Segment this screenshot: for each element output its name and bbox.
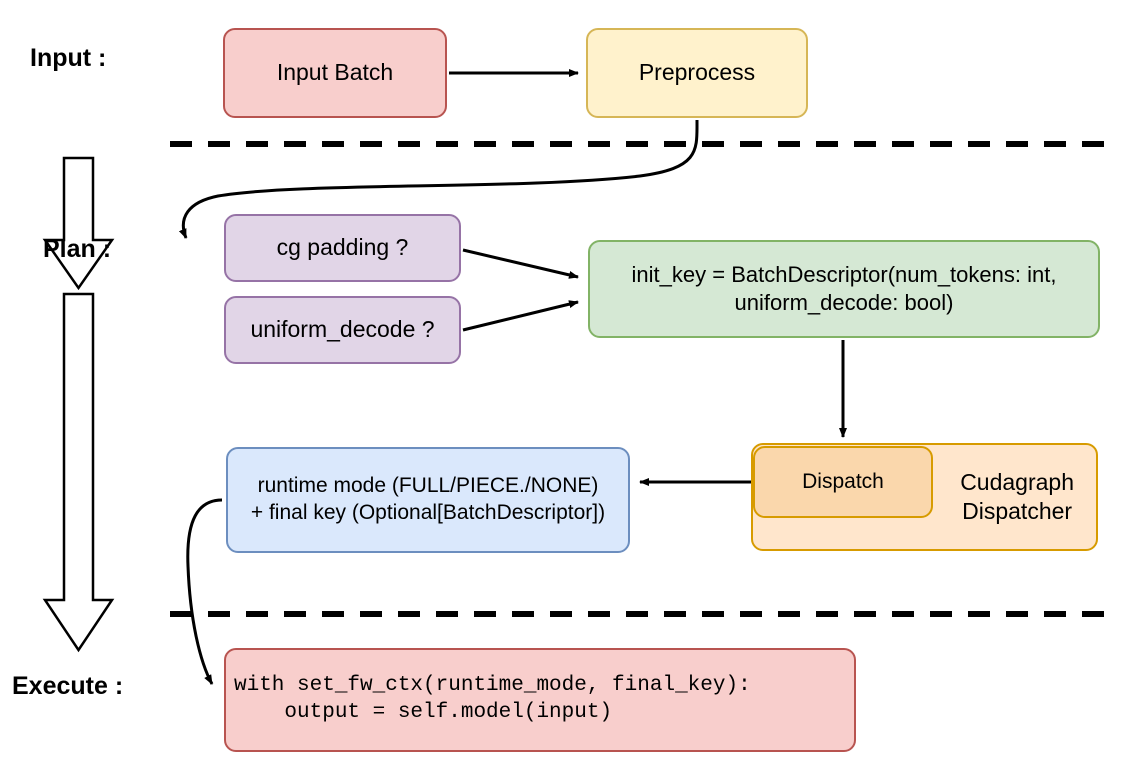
node-cg-padding-label: cg padding ? (276, 234, 409, 261)
node-cg-padding[interactable]: cg padding ? (224, 214, 461, 282)
plan-to-execute-block-arrow (42, 292, 115, 653)
stage-label-execute: Execute : (12, 672, 124, 700)
edge-cg-padding-to-init-key (462, 248, 579, 279)
stage-label-input: Input : (30, 44, 107, 72)
node-preprocess[interactable]: Preprocess (586, 28, 808, 118)
node-runtime-mode-label: runtime mode (FULL/PIECE./NONE) + final … (250, 474, 606, 524)
node-dispatch[interactable]: Dispatch (753, 446, 933, 518)
node-init-key-label: init_key = BatchDescriptor(num_tokens: i… (631, 261, 1057, 315)
node-execute-code-label: with set_fw_ctx(runtime_mode, final_key)… (234, 674, 751, 724)
node-execute-code[interactable]: with set_fw_ctx(runtime_mode, final_key)… (224, 648, 856, 752)
node-runtime-mode[interactable]: runtime mode (FULL/PIECE./NONE) + final … (226, 447, 630, 553)
edge-uniform-decode-to-init-key (462, 300, 579, 332)
node-uniform-decode-label: uniform_decode ? (250, 316, 435, 343)
edge-runtime-mode-to-execute-code (186, 498, 223, 685)
node-cudagraph-dispatcher-label: Cudagraph Dispatcher (960, 468, 1074, 524)
node-input-batch[interactable]: Input Batch (223, 28, 447, 118)
stage-label-plan: Plan : (43, 235, 112, 263)
node-uniform-decode[interactable]: uniform_decode ? (224, 296, 461, 364)
edge-preprocess-to-cg-padding (178, 119, 699, 239)
node-input-batch-label: Input Batch (276, 59, 394, 86)
node-init-key[interactable]: init_key = BatchDescriptor(num_tokens: i… (588, 240, 1100, 338)
node-preprocess-label: Preprocess (638, 59, 756, 86)
input-to-plan-block-arrow (42, 156, 115, 291)
node-dispatch-label: Dispatch (802, 469, 884, 493)
